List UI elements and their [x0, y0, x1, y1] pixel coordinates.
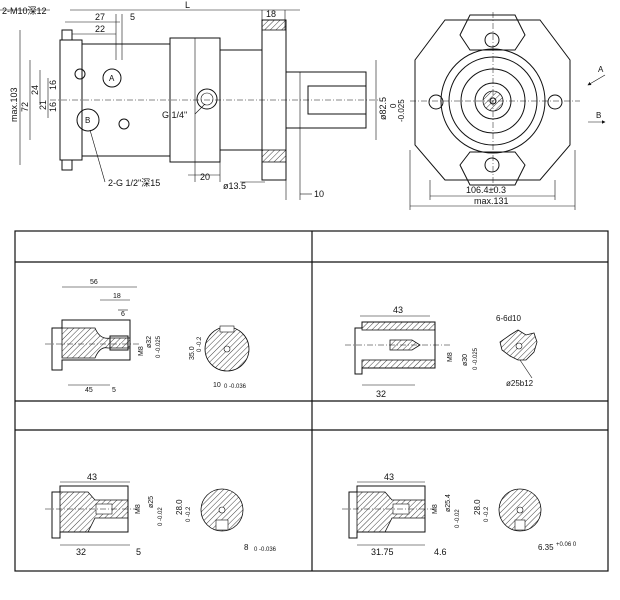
- dim-1064: 106.4±0.3: [466, 185, 506, 195]
- dim-L: L: [185, 0, 190, 10]
- direction-b: B: [596, 111, 601, 120]
- s2-spline-label: 6-6d10: [496, 314, 521, 323]
- dim-d825: ø82.5: [378, 97, 388, 120]
- s3-key-tol: 0 -0.036: [254, 547, 277, 553]
- s1-dim-56: 56: [90, 279, 98, 286]
- dim-20: 20: [200, 172, 210, 182]
- port-b: [76, 108, 100, 132]
- mount-hole-right: [547, 94, 563, 110]
- s1-dim-45: 45: [85, 387, 93, 394]
- flange-outline: [414, 19, 571, 181]
- mount-hole-bottom: [484, 157, 500, 173]
- s3-dim-43: 43: [87, 472, 97, 482]
- s4-dim-46: 4.6: [434, 547, 447, 557]
- port-a-label: A: [109, 74, 115, 83]
- flange-hatch-bottom: [261, 149, 287, 163]
- s1-dim-5: 5: [112, 387, 116, 394]
- port-thread-label: 2-G 1/2"深15: [108, 178, 160, 188]
- motor-side-view: L 2-M10深12 18 27 22 5 A B G 1/4": [0, 0, 406, 200]
- shaft-option-4: 43 31.75 4.6 M8 ø25.4 0 -0.02 28.0 0 -0.…: [342, 472, 577, 557]
- s3-dim-28: 28.0: [175, 499, 184, 515]
- dim-max103: max.103: [9, 87, 19, 122]
- dim-5: 5: [130, 12, 135, 22]
- s4-dim-43: 43: [384, 472, 394, 482]
- s1-key: 10: [213, 382, 221, 389]
- dim-16b: 16: [48, 102, 58, 112]
- s3-dim-32: 32: [76, 547, 86, 557]
- s2-dim-d30-tol: 0 -0.025: [473, 347, 479, 370]
- s4-dim-d254-tol: 0 -0.02: [455, 509, 461, 528]
- s1-dim-6: 6: [121, 311, 125, 318]
- s4-dim-28: 28.0: [473, 499, 482, 515]
- s1-dim-d32-tol: 0 -0.025: [156, 335, 162, 358]
- s1-dim-18: 18: [113, 293, 121, 300]
- s1-dim-35-tol: 0 -0.2: [197, 336, 203, 352]
- s3-dim-d25-tol: 0 -0.02: [158, 507, 164, 526]
- direction-a: A: [598, 65, 604, 74]
- s4-key-tol: +0.06 0: [556, 542, 577, 548]
- mount-hole-left: [428, 94, 444, 110]
- dim-27: 27: [95, 12, 105, 22]
- s3-dim-d25: ø25: [148, 496, 155, 508]
- s1-dim-d32: ø32: [146, 336, 153, 348]
- dim-max131: max.131: [474, 196, 509, 206]
- dim-72: 72: [20, 102, 30, 112]
- s2-dim-43: 43: [393, 305, 403, 315]
- dim-24: 24: [30, 85, 40, 95]
- flange-hatch-top: [261, 19, 287, 31]
- port-a: [102, 68, 122, 88]
- s1-dim-35: 35.0: [189, 346, 196, 360]
- s3-key: 8: [244, 543, 249, 552]
- s4-dim-d254: ø25.4: [445, 494, 452, 512]
- s2-dim-m8: M8: [447, 352, 454, 362]
- dim-10: 10: [314, 189, 324, 199]
- dim-16a: 16: [48, 80, 58, 90]
- port-b-label: B: [85, 116, 90, 125]
- shaft-option-3: 43 32 5 M8 ø25 0 -0.02 28.0 0 -0.2 8 0 -…: [45, 472, 277, 557]
- shaft-option-2: 43 32 M8 ø30 0 -0.025 6-6d10 ø25b12: [345, 305, 538, 399]
- dim-d135: ø13.5: [223, 181, 246, 191]
- drain-port-label: G 1/4": [162, 110, 187, 120]
- s1-dim-m8: M8: [138, 346, 145, 356]
- s2-dim-d30: ø30: [462, 354, 469, 366]
- dim-d825-tol2: -0.025: [397, 99, 406, 122]
- s2-d25-label: ø25b12: [506, 379, 534, 388]
- dim-18: 18: [266, 9, 276, 19]
- s3-dim-5: 5: [136, 547, 141, 557]
- s2-dim-32: 32: [376, 389, 386, 399]
- motor-front-view: A B 106.4±0.3 max.131: [409, 12, 606, 210]
- s4-dim-3175: 31.75: [371, 547, 394, 557]
- mount-hole-top: [484, 32, 500, 48]
- s4-dim-28-tol: 0 -0.2: [484, 506, 490, 522]
- s3-dim-28-tol: 0 -0.2: [186, 506, 192, 522]
- dim-21: 21: [38, 100, 48, 110]
- s1-key-tol: 0 -0.036: [224, 384, 247, 390]
- shaft-options-table: [14, 230, 609, 572]
- s4-dim-m8: M8: [432, 504, 439, 514]
- s3-dim-m8: M8: [135, 504, 142, 514]
- dim-22: 22: [95, 24, 105, 34]
- shaft-end: [482, 90, 504, 112]
- shaft-option-1: 56 18 6 45 5 ø32 0 -0.025 M8 35.0 0 -0.2…: [45, 279, 250, 394]
- s4-key: 6.35: [538, 543, 554, 552]
- dim-d825-tol: 0: [389, 103, 398, 108]
- thread-m10-label: 2-M10深12: [2, 6, 47, 16]
